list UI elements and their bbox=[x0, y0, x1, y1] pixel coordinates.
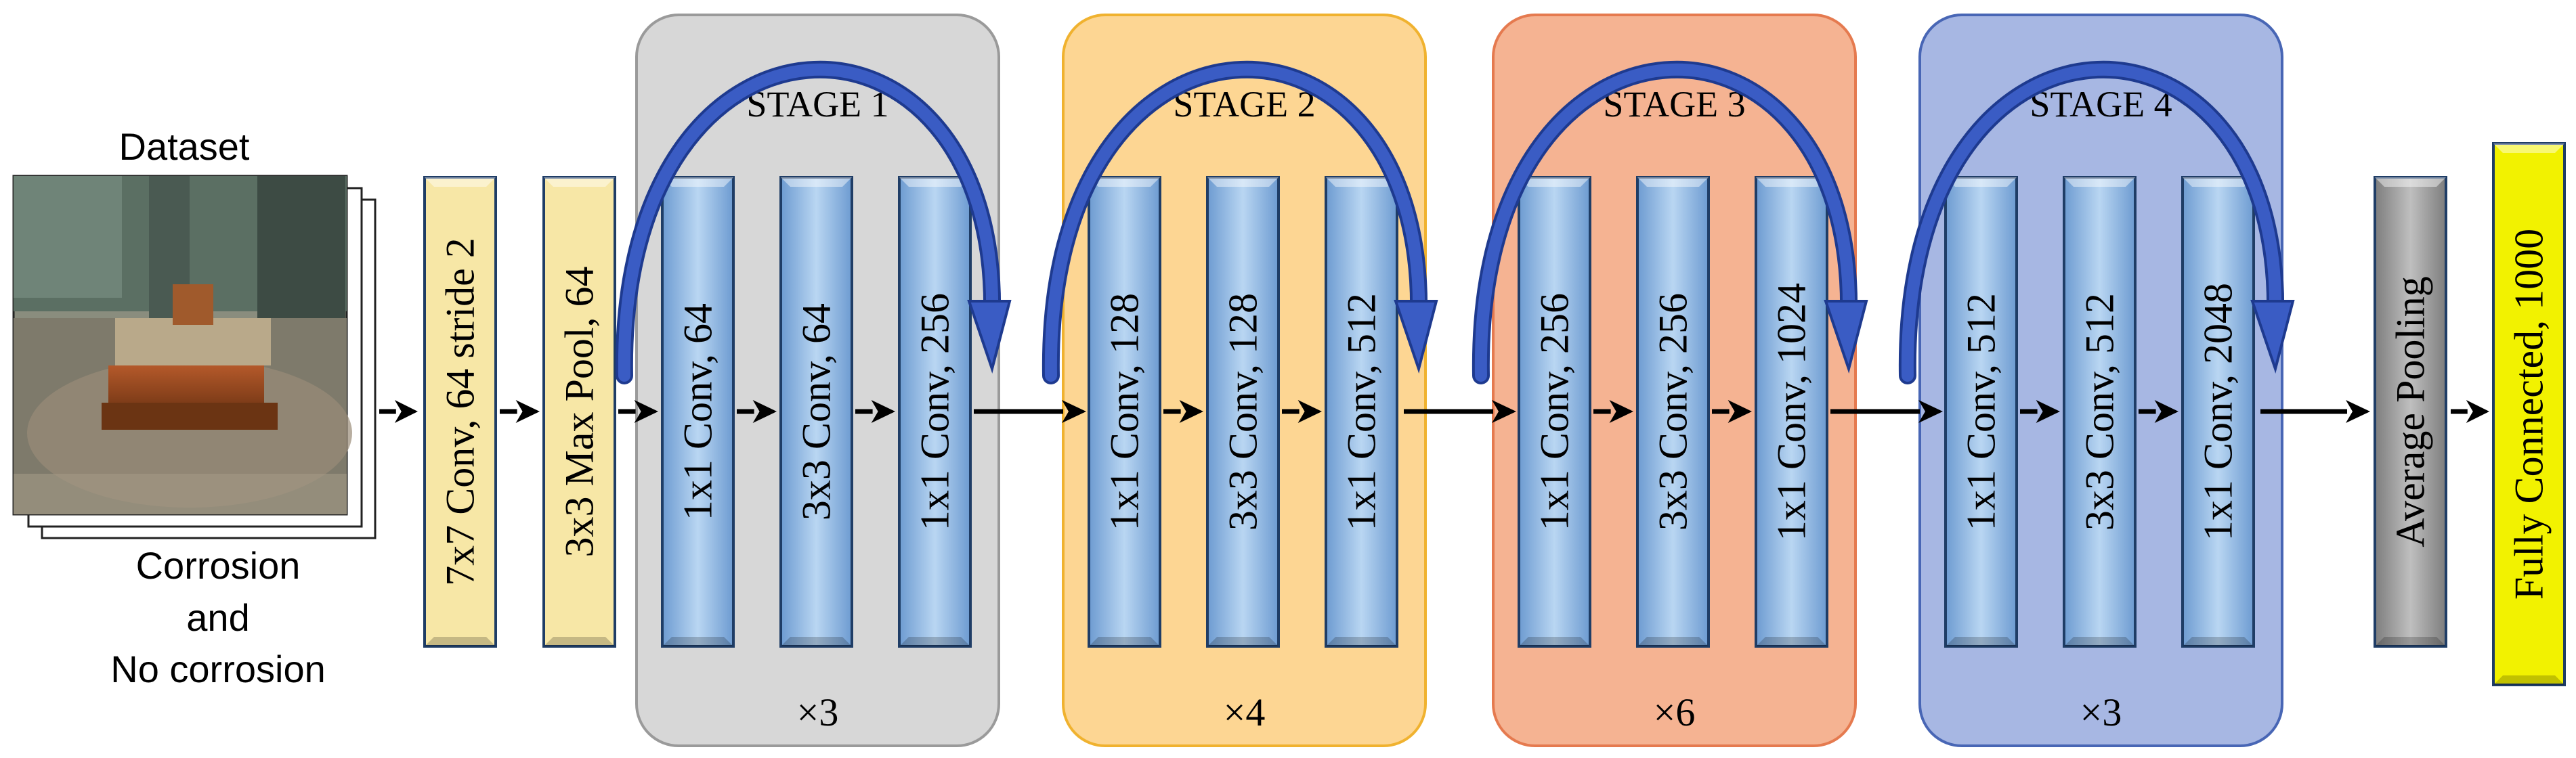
flow-arrow-stage-3-to-4 bbox=[1830, 400, 1943, 423]
flow-arrow-stage-4-1 bbox=[2020, 400, 2060, 423]
fully-connected-block-label: Fully Connected, 1000 bbox=[2507, 229, 2552, 600]
flow-arrow-stage-1-2 bbox=[855, 400, 895, 423]
stage-4-conv-block-1: 1x1 Conv, 512 bbox=[1944, 176, 2018, 648]
stage-2-conv-block-2-label: 3x3 Conv, 128 bbox=[1221, 293, 1266, 531]
stage-3-conv-block-3-label: 1x1 Conv, 1024 bbox=[1769, 283, 1814, 541]
dataset-caption-line-3: No corrosion bbox=[110, 648, 325, 690]
stage-3-conv-block-1-label: 1x1 Conv, 256 bbox=[1532, 293, 1577, 531]
fully-connected-block: Fully Connected, 1000 bbox=[2492, 142, 2566, 686]
stage-1-title: STAGE 1 bbox=[746, 84, 888, 125]
stage-2-skip-arrow bbox=[1042, 60, 1438, 384]
stage-1-conv-block-3: 1x1 Conv, 256 bbox=[898, 176, 972, 648]
stage-3-conv-block-3: 1x1 Conv, 1024 bbox=[1755, 176, 1828, 648]
stem-maxpool-block-label: 3x3 Max Pool, 64 bbox=[557, 266, 602, 557]
flow-arrow-stage-1-to-2 bbox=[974, 400, 1086, 423]
flow-arrow-stage-3-1 bbox=[1593, 400, 1633, 423]
stage-4-conv-block-2: 3x3 Conv, 512 bbox=[2063, 176, 2137, 648]
dataset-heading: Dataset bbox=[119, 125, 250, 168]
dataset-caption-line-2: and bbox=[186, 596, 249, 639]
stage-4-title: STAGE 4 bbox=[2030, 84, 2172, 125]
stage-4-skip-arrow bbox=[1898, 60, 2295, 384]
flow-arrow-input bbox=[379, 400, 418, 423]
flow-arrow-stage-2-2 bbox=[1282, 400, 1322, 423]
stage-3-conv-block-2-label: 3x3 Conv, 256 bbox=[1651, 293, 1696, 531]
stem-conv-block: 7x7 Conv, 64 stride 2 bbox=[423, 176, 497, 648]
stage-4-conv-block-1-label: 1x1 Conv, 512 bbox=[1959, 293, 2004, 531]
stage-panels: STAGE 1 ×3 STAGE 2 ×4 STAGE 3 ×6 STAGE 4 ×3 bbox=[635, 14, 2283, 747]
stage-1-conv-block-1-label: 1x1 Conv, 64 bbox=[676, 303, 721, 520]
stage-3-title: STAGE 3 bbox=[1603, 84, 1745, 125]
stage-1-conv-block-2-label: 3x3 Conv, 64 bbox=[794, 303, 839, 520]
average-pooling-block-label: Average Pooling bbox=[2388, 276, 2433, 547]
layer-blocks: 7x7 Conv, 64 stride 2 3x3 Max Pool, 64 1x1… bbox=[423, 142, 2566, 686]
stage-3-repeat-count: ×6 bbox=[1654, 690, 1696, 734]
stage-1-conv-block-1: 1x1 Conv, 64 bbox=[661, 176, 735, 648]
stage-3-conv-block-1: 1x1 Conv, 256 bbox=[1518, 176, 1591, 648]
stage-1-repeat-count: ×3 bbox=[797, 690, 839, 734]
flow-arrow-into-stage-1 bbox=[618, 400, 658, 423]
stage-2-title: STAGE 2 bbox=[1173, 84, 1315, 125]
flow-arrow-stage-4-2 bbox=[2139, 400, 2178, 423]
corrosion-photo bbox=[12, 175, 352, 516]
stem-conv-block-label: 7x7 Conv, 64 stride 2 bbox=[438, 238, 483, 585]
stage-2-conv-block-1-label: 1x1 Conv, 128 bbox=[1102, 293, 1147, 531]
flow-arrow-stem bbox=[500, 400, 540, 423]
stage-4-conv-block-3: 1x1 Conv, 2048 bbox=[2181, 176, 2255, 648]
dataset-image-stack bbox=[12, 175, 377, 539]
stage-1-conv-block-3-label: 1x1 Conv, 256 bbox=[913, 293, 958, 531]
stage-1-skip-arrow bbox=[615, 60, 1012, 384]
stage-3-conv-block-2: 3x3 Conv, 256 bbox=[1636, 176, 1710, 648]
skip-connection-arrows bbox=[615, 60, 2295, 384]
stage-2-conv-block-2: 3x3 Conv, 128 bbox=[1206, 176, 1280, 648]
stage-4-conv-block-3-label: 1x1 Conv, 2048 bbox=[2196, 283, 2241, 541]
stage-1-conv-block-2: 3x3 Conv, 64 bbox=[779, 176, 853, 648]
average-pooling-block: Average Pooling bbox=[2374, 176, 2447, 648]
flow-arrow-stage-3-2 bbox=[1712, 400, 1752, 423]
flow-arrow-stage-4-to-pooling bbox=[2260, 400, 2370, 423]
flow-arrows bbox=[379, 400, 2489, 423]
flow-arrow-stage-2-1 bbox=[1163, 400, 1203, 423]
stage-4-repeat-count: ×3 bbox=[2080, 690, 2122, 734]
stage-2-repeat-count: ×4 bbox=[1224, 690, 1266, 734]
stage-2-conv-block-1: 1x1 Conv, 128 bbox=[1088, 176, 1161, 648]
stem-maxpool-block: 3x3 Max Pool, 64 bbox=[542, 176, 616, 648]
stage-2-conv-block-3-label: 1x1 Conv, 512 bbox=[1339, 293, 1384, 531]
stage-4-conv-block-2-label: 3x3 Conv, 512 bbox=[2078, 293, 2122, 531]
stage-3-skip-arrow bbox=[1472, 60, 1868, 384]
flow-arrow-pooling-to-fc bbox=[2451, 400, 2489, 423]
flow-arrow-stage-1-1 bbox=[737, 400, 777, 423]
flow-arrow-stage-2-to-3 bbox=[1404, 400, 1516, 423]
dataset-caption-line-1: Corrosion bbox=[136, 544, 301, 587]
stage-2-conv-block-3: 1x1 Conv, 512 bbox=[1325, 176, 1398, 648]
